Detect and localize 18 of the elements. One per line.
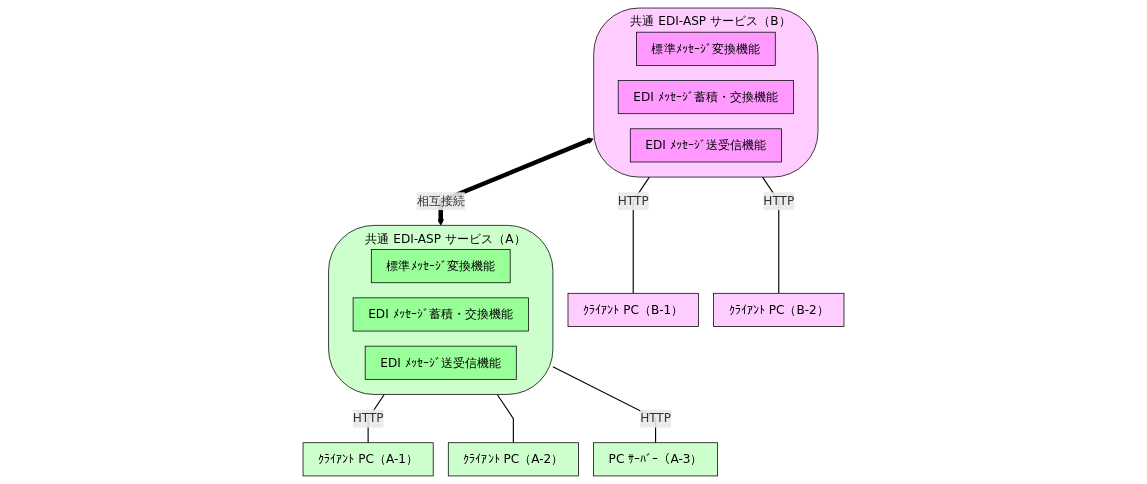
node-box: 標準ﾒｯｾｰｼﾞ変換機能 (370, 249, 511, 284)
node-box: ｸﾗｲｱﾝﾄ PC（A-2） (447, 442, 579, 477)
arrow (437, 137, 594, 226)
node-box: ｸﾗｲｱﾝﾄ PC（B-2） (713, 292, 845, 327)
edge-label: HTTP (763, 193, 795, 209)
node-box: EDI ﾒｯｾｰｼﾞ送受信機能 (629, 128, 782, 163)
node-box: PC ｻｰﾊﾞｰ（A-3） (593, 442, 718, 477)
node-box: EDI ﾒｯｾｰｼﾞ蓄積・交換機能 (617, 80, 794, 115)
node-box: ｸﾗｲｱﾝﾄ PC（A-1） (302, 442, 434, 477)
node-box: EDI ﾒｯｾｰｼﾞ送受信機能 (364, 345, 517, 380)
edge-label: 相互接続 (416, 193, 465, 209)
node-box: ｸﾗｲｱﾝﾄ PC（B-1） (567, 292, 699, 327)
edge-label: HTTP (617, 193, 649, 209)
node-box: EDI ﾒｯｾｰｼﾞ蓄積・交換機能 (352, 297, 529, 332)
edge-label: HTTP (640, 411, 672, 426)
node-box: 標準ﾒｯｾｰｼﾞ変換機能 (636, 31, 776, 66)
edge-label: HTTP (352, 411, 384, 426)
connector (496, 393, 514, 444)
